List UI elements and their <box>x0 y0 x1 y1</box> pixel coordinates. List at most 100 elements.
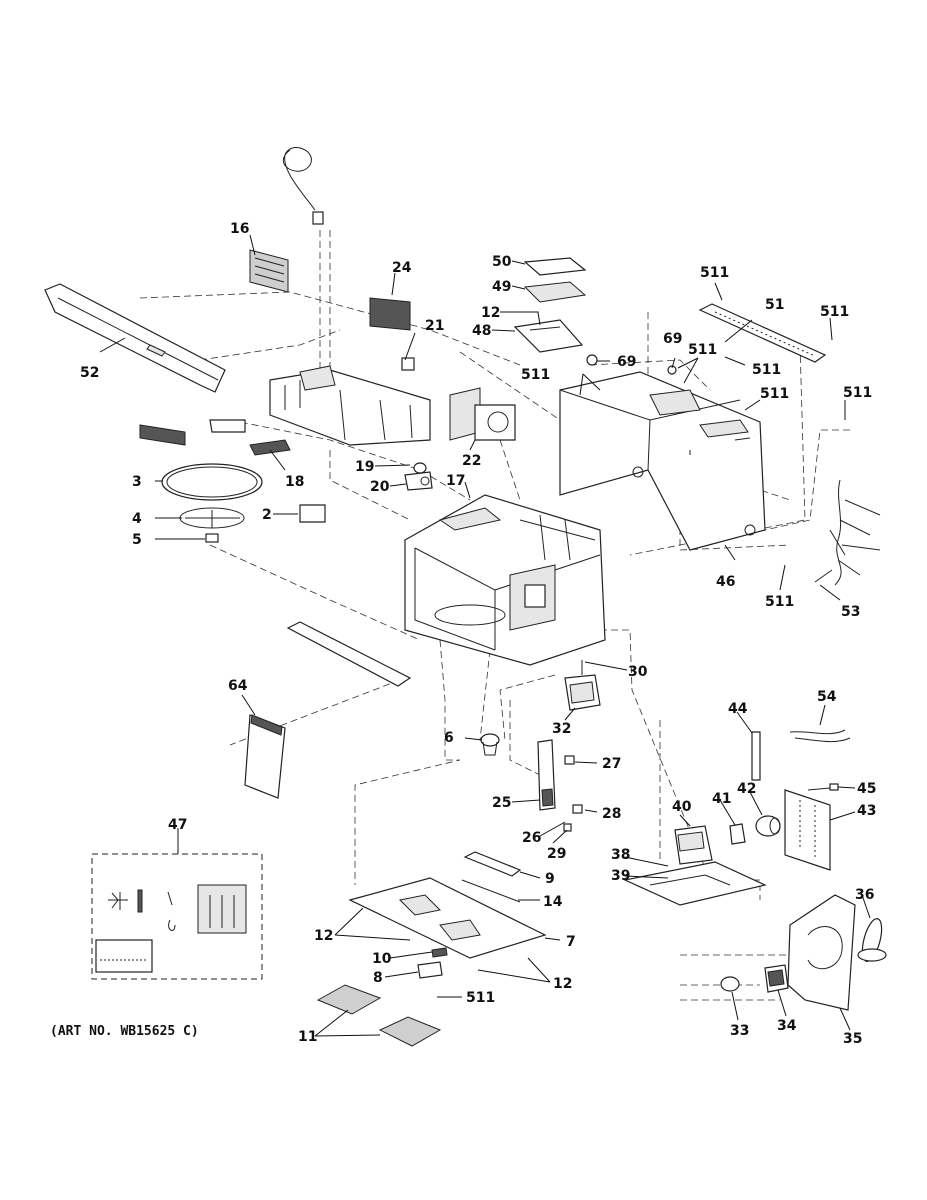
part-3-glass-tray <box>161 463 263 501</box>
part-34-fan-motor <box>764 964 789 993</box>
callout-48: 48 <box>472 323 491 339</box>
callout-11: 11 <box>298 1029 317 1045</box>
callout-8: 8 <box>373 970 383 986</box>
part-7-bottom-plate <box>348 877 547 959</box>
callout-28: 28 <box>602 806 621 822</box>
callout-511-i: 511 <box>466 990 495 1006</box>
callout-6: 6 <box>444 730 454 746</box>
callout-7: 7 <box>566 934 576 950</box>
part-48-bracket <box>513 319 584 353</box>
callout-29: 29 <box>547 846 566 862</box>
part-42-capacitor <box>755 815 781 837</box>
callout-45: 45 <box>857 781 876 797</box>
callout-12-left: 12 <box>314 928 333 944</box>
callout-12-top: 12 <box>481 305 500 321</box>
part-4-roller-ring <box>179 507 245 529</box>
callout-labels: 16 24 21 52 18 19 20 3 4 5 2 22 17 50 49… <box>80 221 876 1047</box>
callout-3: 3 <box>132 474 142 490</box>
callout-25: 25 <box>492 795 511 811</box>
callout-30: 30 <box>628 664 648 680</box>
outer-cabinet <box>559 371 766 551</box>
part-6-motor <box>480 733 500 756</box>
part-45-sensor <box>807 783 839 791</box>
callout-34: 34 <box>777 1018 797 1034</box>
part-35-fan-housing <box>787 894 856 1011</box>
callout-38: 38 <box>611 847 630 863</box>
callout-35: 35 <box>843 1031 862 1047</box>
callout-26: 26 <box>522 830 541 846</box>
part-32-magnetron <box>564 660 601 711</box>
callout-51: 51 <box>765 297 784 313</box>
part-41-capacitor-clip <box>729 823 746 845</box>
callout-39: 39 <box>611 868 630 884</box>
callout-511-h: 511 <box>765 594 794 610</box>
part-22-blower <box>449 387 516 441</box>
part-47-hardware-kit <box>91 853 263 980</box>
part-11-charcoal-filters <box>316 984 442 1047</box>
callout-24: 24 <box>392 260 412 276</box>
part-33-motor-cap <box>720 976 740 992</box>
callout-32: 32 <box>552 721 571 737</box>
callout-40: 40 <box>672 799 692 815</box>
callout-511-g: 511 <box>843 385 872 401</box>
oven-cavity <box>404 494 606 666</box>
callout-49: 49 <box>492 279 511 295</box>
part-69-nut <box>586 354 677 375</box>
part-44-strip <box>751 731 761 781</box>
part-2-cover <box>299 504 326 523</box>
callout-52: 52 <box>80 365 99 381</box>
callout-64: 64 <box>228 678 248 694</box>
callout-69-b: 69 <box>663 331 682 347</box>
upper-chassis <box>269 357 431 446</box>
callout-511-b: 511 <box>700 265 729 281</box>
callout-2: 2 <box>262 507 272 523</box>
callout-46: 46 <box>716 574 735 590</box>
callout-511-c: 511 <box>820 304 849 320</box>
callout-41: 41 <box>712 791 731 807</box>
part-36-fan-blade <box>857 918 887 962</box>
part-50-plate <box>523 257 587 276</box>
callout-511-f: 511 <box>760 386 789 402</box>
callout-22: 22 <box>462 453 481 469</box>
part-54-wiring <box>789 729 851 743</box>
callout-44: 44 <box>728 701 748 717</box>
part-53-harness <box>814 479 881 586</box>
callout-10: 10 <box>372 951 392 967</box>
callout-69-a: 69 <box>617 354 636 370</box>
callout-9: 9 <box>545 871 555 887</box>
callout-43: 43 <box>857 803 876 819</box>
callout-14: 14 <box>543 894 563 910</box>
door-trim-strip <box>286 621 412 687</box>
callout-50: 50 <box>492 254 512 270</box>
part-14-rod <box>461 879 521 903</box>
part-8-cover <box>417 947 448 979</box>
callout-17: 17 <box>446 473 465 489</box>
callout-511-d: 511 <box>688 342 717 358</box>
part-40-transformer <box>674 825 713 865</box>
part-52-vent-trim <box>44 283 226 393</box>
part-24-grille <box>369 297 411 331</box>
part-20-motor <box>404 462 433 491</box>
part-25-interlock <box>537 739 583 832</box>
callout-20: 20 <box>370 479 390 495</box>
callout-19: 19 <box>355 459 374 475</box>
callout-18: 18 <box>285 474 304 490</box>
power-cord <box>282 147 324 225</box>
part-18-plate <box>139 419 291 456</box>
part-39-base-plate <box>623 861 767 906</box>
part-43-control-bracket <box>784 789 831 871</box>
callout-27: 27 <box>602 756 621 772</box>
callout-54: 54 <box>817 689 837 705</box>
art-number: (ART NO. WB15625 C) <box>50 1024 199 1039</box>
callout-33: 33 <box>730 1023 749 1039</box>
part-64-side-panel <box>244 714 286 799</box>
part-51-vent-strip <box>698 303 827 363</box>
part-5-coupler <box>205 533 219 543</box>
callout-leaders <box>99 234 871 1037</box>
callout-47: 47 <box>168 817 187 833</box>
callout-42: 42 <box>737 781 756 797</box>
callout-21: 21 <box>425 318 444 334</box>
callout-12-right: 12 <box>553 976 572 992</box>
callout-5: 5 <box>132 532 142 548</box>
